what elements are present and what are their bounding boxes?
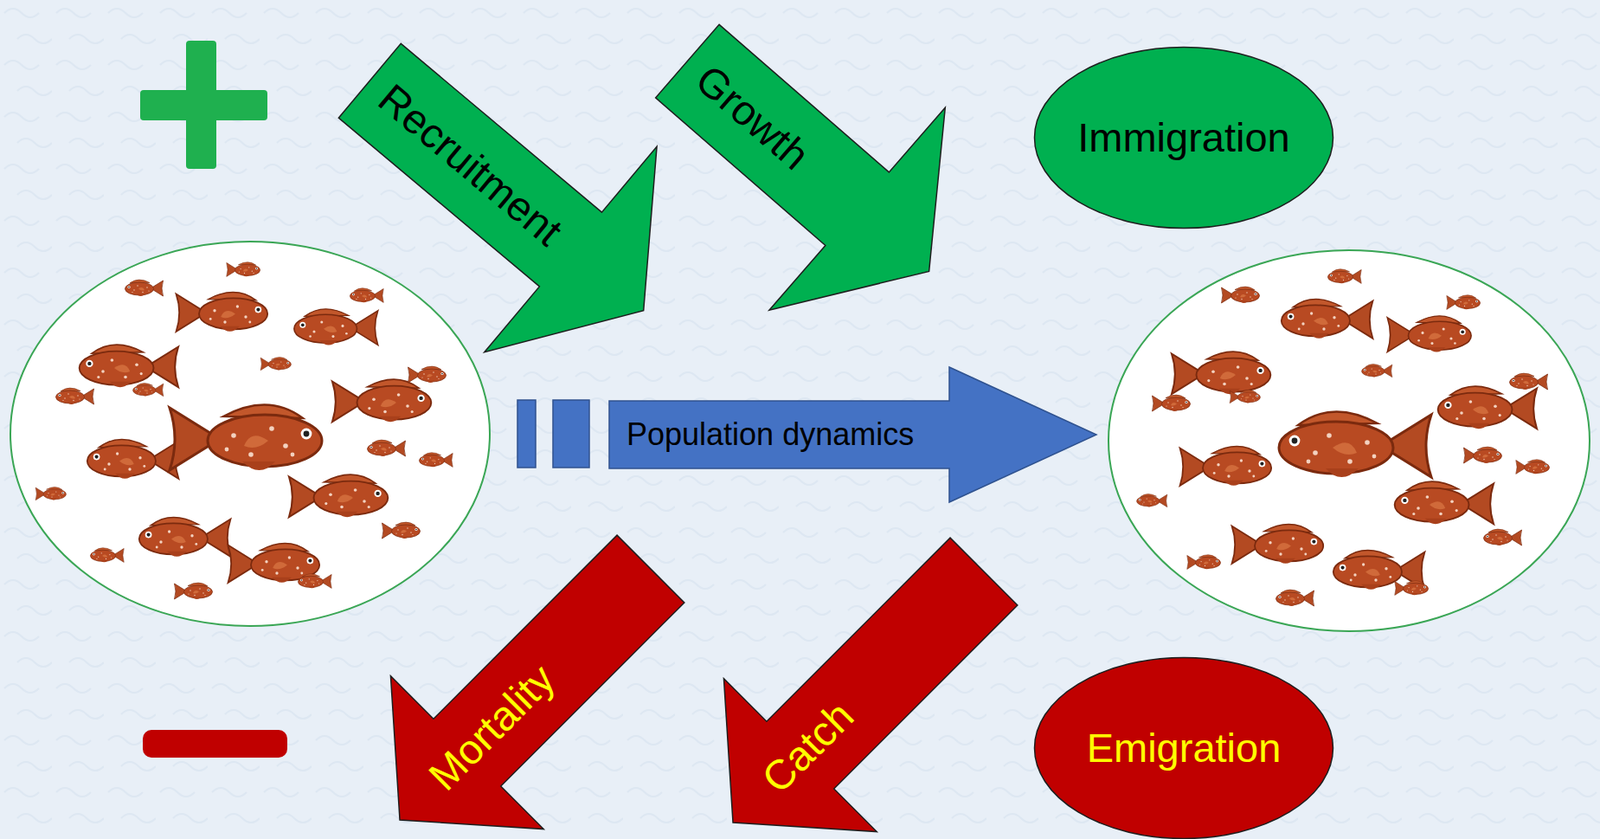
node-outline: [1034, 657, 1334, 839]
minus-sign: [142, 729, 288, 758]
node-outline: [323, 492, 728, 839]
plus-sign: [140, 40, 268, 169]
node-label: Emigration: [1086, 724, 1282, 772]
emigration-ellipse: Emigration: [1033, 655, 1335, 839]
immigration-ellipse: Immigration: [1033, 45, 1335, 230]
node-outline: [599, 0, 1018, 373]
node-outline: [609, 366, 1097, 502]
node-outline: [656, 494, 1061, 839]
node-outline: [282, 0, 730, 413]
process-arrow: Population dynamics: [609, 366, 1097, 502]
node-label: Immigration: [1077, 114, 1291, 161]
arrow-tail-bars: [517, 399, 590, 468]
fish-population-before: [10, 241, 490, 626]
node-label: Population dynamics: [626, 416, 914, 452]
fish-population-after: [1108, 250, 1590, 631]
node-outline: [1034, 47, 1334, 229]
